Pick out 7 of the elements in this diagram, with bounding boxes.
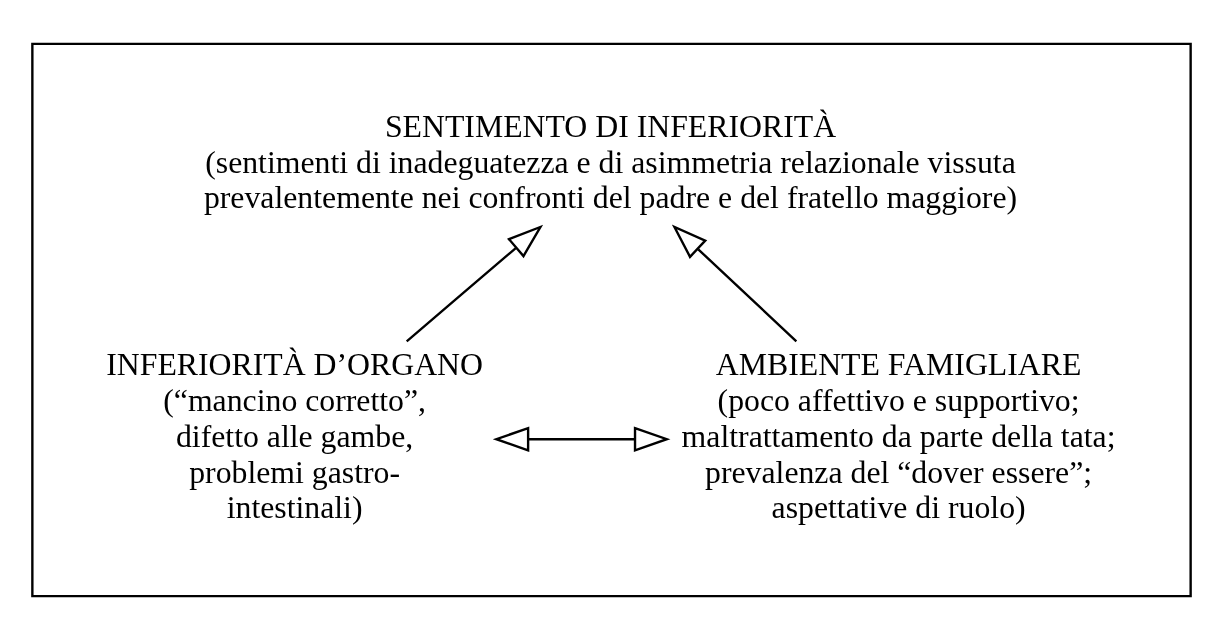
arrow [671, 224, 798, 342]
node-text: AMBIENTE FAMIGLIARE (poco affettivo e supportivo; maltrattamento da parte della tata; prevalenza del “dover essere”; aspettative di ruolo) [681, 346, 1116, 525]
cluster [31, 42, 1192, 597]
arrow [492, 425, 671, 452]
node-text: SENTIMENTO DI INFERIORITÀ (sentimenti di inadeguatezza e di asimmetria relazionale vissuta prevalentemente nei confronti del padre e del fratello maggiore) [203, 108, 1018, 215]
node-text: INFERIORITÀ D’ORGANO (“mancino corretto”, difetto alle gambe, problemi gastro-intestinali) [106, 346, 483, 525]
arrow [405, 224, 544, 342]
